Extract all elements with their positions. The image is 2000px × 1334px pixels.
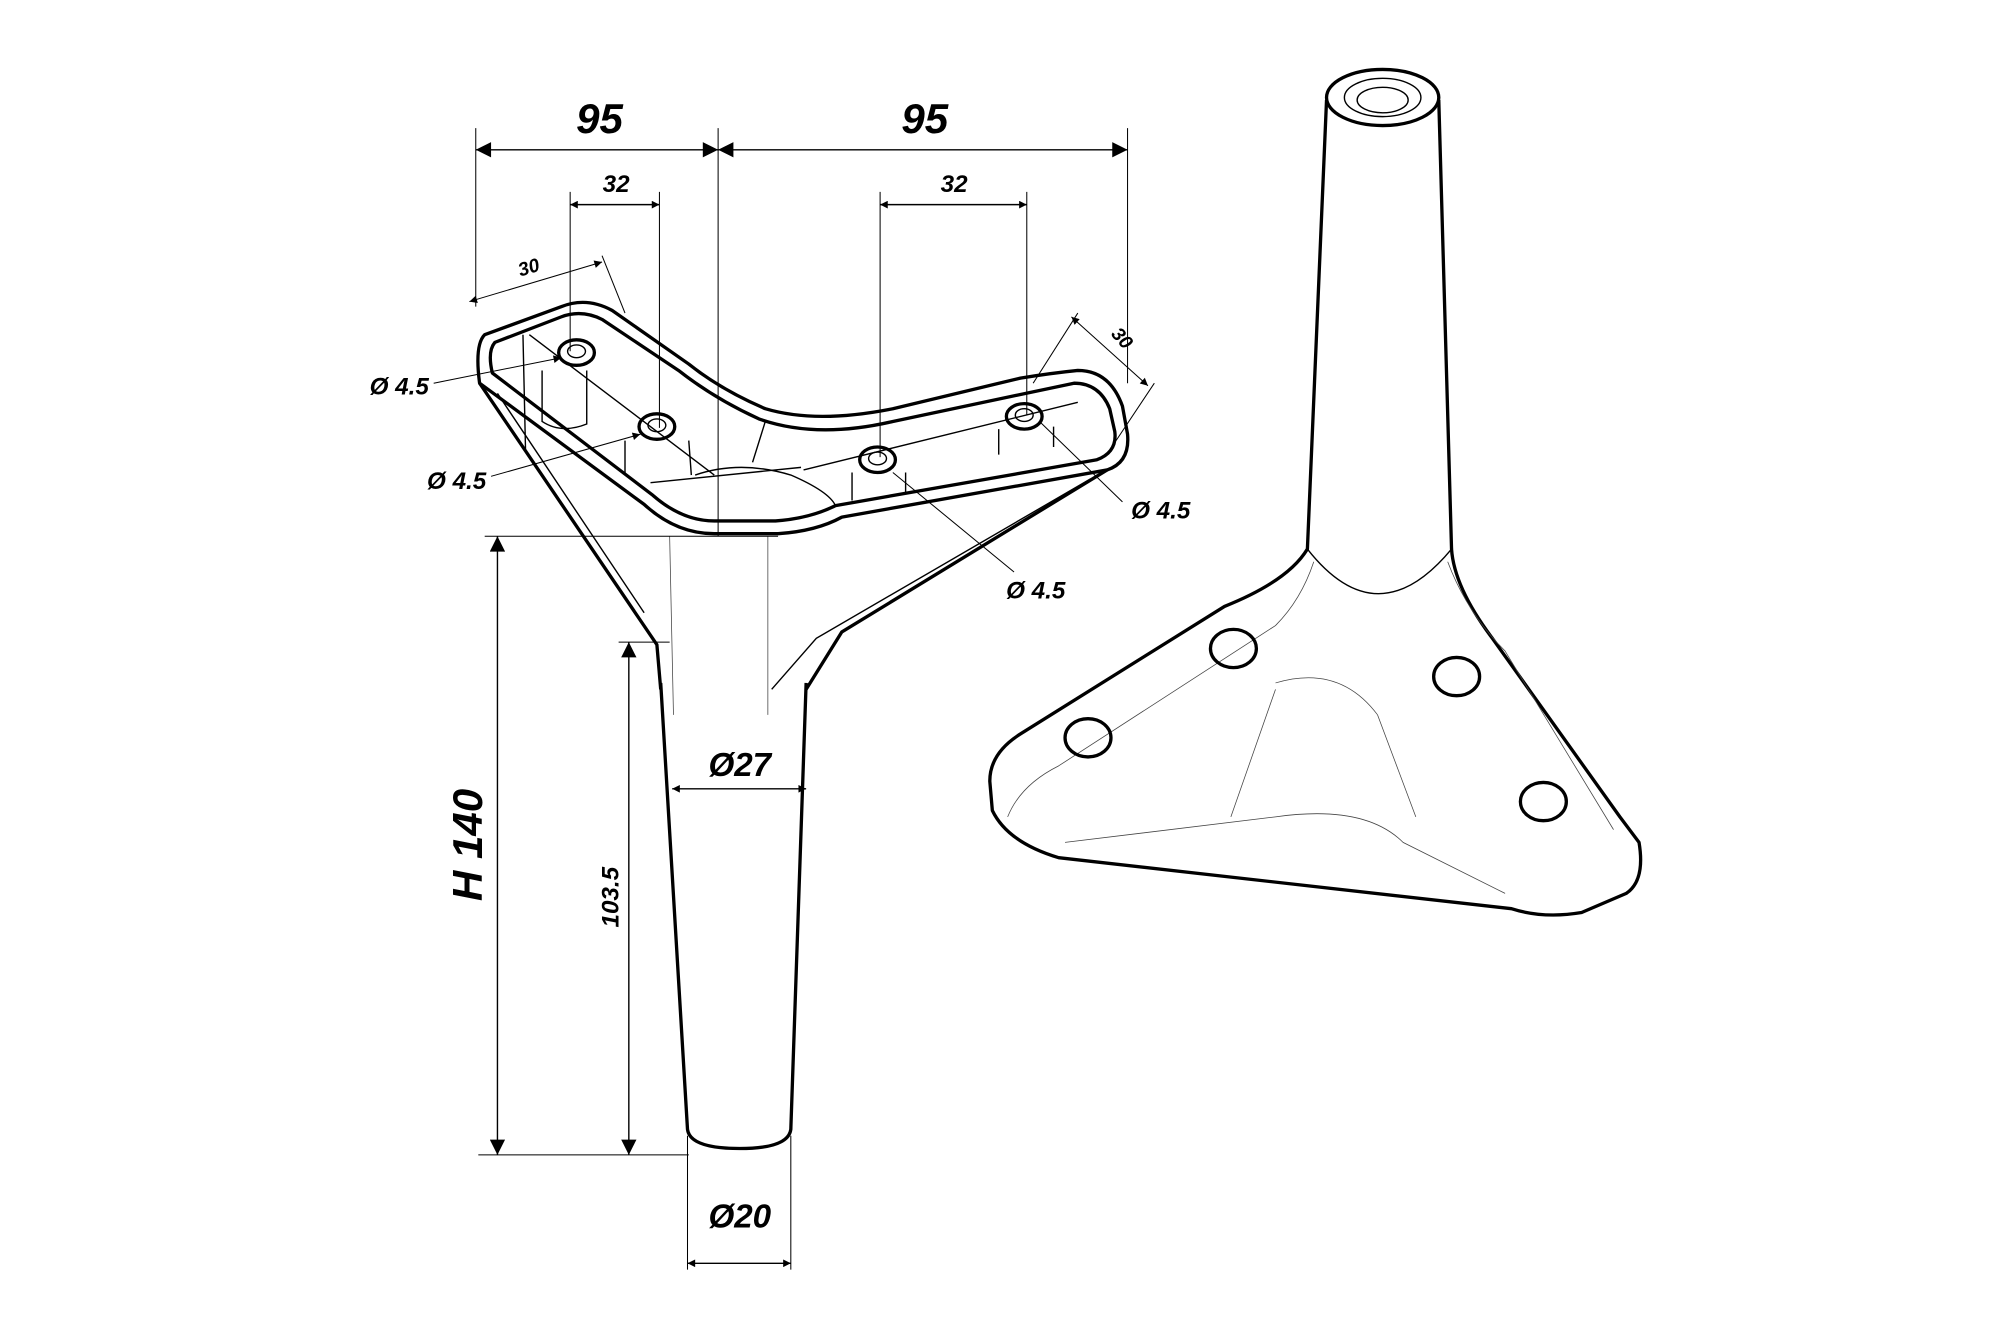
screw-boss bbox=[998, 401, 1055, 455]
screw-boss bbox=[541, 338, 597, 430]
mounting-hole bbox=[1432, 655, 1482, 698]
mounting-hole bbox=[1518, 780, 1568, 823]
mounting-hole bbox=[1208, 627, 1259, 670]
bottom-view-part bbox=[476, 300, 1130, 1151]
dim-hole-diameter-3: Ø 4.5 bbox=[1131, 497, 1191, 524]
dimension-labels: 95 95 32 32 30 30 Ø 4.5 Ø 4.5 Ø 4.5 Ø 4.… bbox=[370, 95, 1191, 1235]
dim-hole-spacing-left: 32 bbox=[603, 171, 630, 198]
dimension-lines bbox=[433, 128, 1155, 1270]
screw-boss bbox=[851, 445, 907, 501]
screw-boss bbox=[624, 412, 693, 476]
dim-hole-spacing-right: 32 bbox=[941, 171, 968, 198]
mounting-hole bbox=[1063, 717, 1113, 759]
dim-top-diameter: Ø27 bbox=[708, 747, 772, 784]
dim-hole-diameter-1: Ø 4.5 bbox=[370, 374, 430, 401]
dim-bottom-diameter: Ø20 bbox=[708, 1199, 771, 1236]
dim-hole-diameter-4: Ø 4.5 bbox=[1006, 578, 1066, 605]
dim-width-right: 95 bbox=[901, 95, 948, 142]
dim-leg-height: 103.5 bbox=[598, 866, 625, 927]
dim-total-height: H 140 bbox=[444, 789, 491, 901]
dim-arm-width-left: 30 bbox=[516, 255, 543, 281]
dim-hole-diameter-2: Ø 4.5 bbox=[427, 468, 487, 495]
dim-arm-width-right: 30 bbox=[1107, 324, 1137, 354]
isometric-view-part bbox=[988, 67, 1643, 917]
dim-width-left: 95 bbox=[576, 95, 623, 142]
